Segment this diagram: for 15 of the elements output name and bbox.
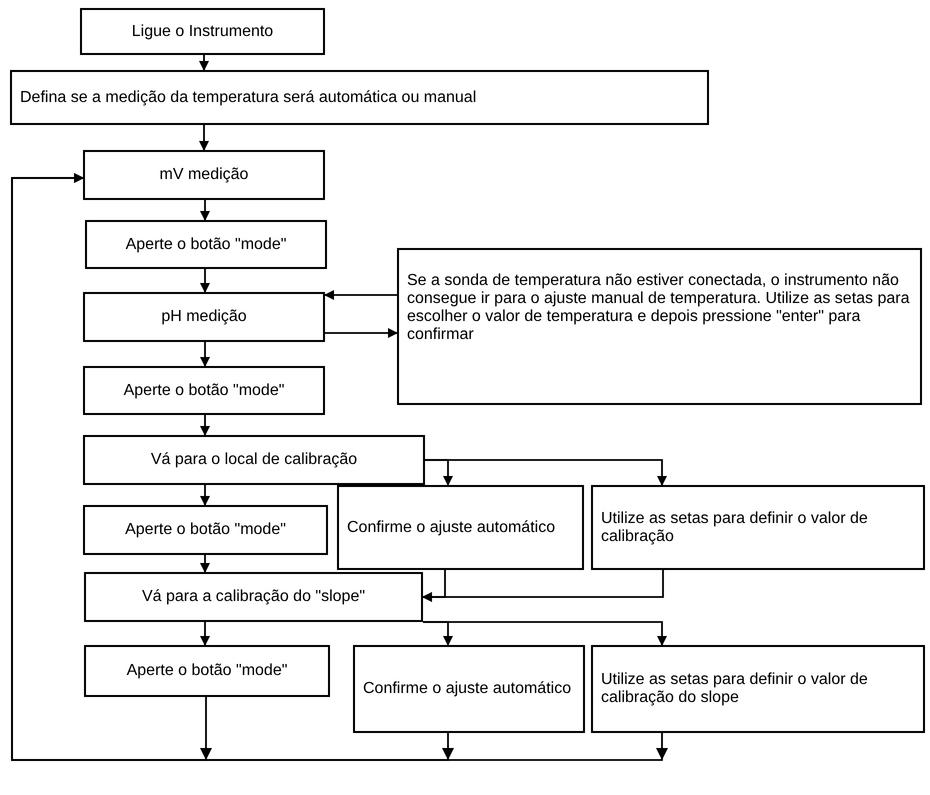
- process-box: Defina se a medição da temperatura será automática ou manual: [10, 70, 709, 125]
- process-box: Aperte o botão "mode": [85, 220, 327, 269]
- process-box: Vá para a calibração do "slope": [84, 572, 423, 622]
- process-box: mV medição: [83, 150, 325, 200]
- process-box: Utilize as setas para definir o valor de calibração do slope: [591, 645, 925, 733]
- process-box: Confirme o ajuste automático: [337, 485, 584, 570]
- process-box: pH medição: [83, 292, 325, 342]
- process-box: Aperte o botão "mode": [83, 505, 328, 555]
- process-box: Ligue o Instrumento: [80, 8, 325, 55]
- process-box: Aperte o botão "mode": [83, 366, 325, 415]
- process-box: Se a sonda de temperatura não estiver conectada, o instrumento não consegue ir para o ajuste manual de temperatura. Utilize as setas para escolher o valor de temperatura e depois pressione "enter" para confirmar: [397, 248, 922, 405]
- process-box: Confirme o ajuste automático: [353, 645, 585, 733]
- process-box: Vá para o local de calibração: [83, 435, 425, 485]
- process-box: Utilize as setas para definir o valor de calibração: [591, 485, 925, 570]
- process-box: Aperte o botão "mode": [84, 645, 330, 697]
